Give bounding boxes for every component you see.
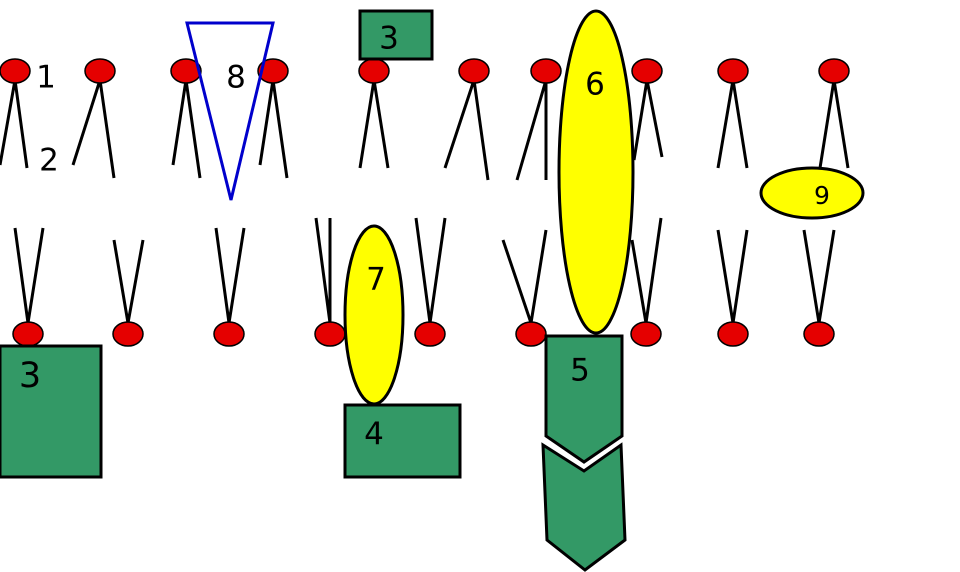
lipid-head bbox=[515, 321, 547, 347]
protein-4-peripheral bbox=[343, 403, 462, 479]
top-leaflet-tails bbox=[0, 79, 850, 181]
label-7: 7 bbox=[366, 262, 386, 298]
label-9: 9 bbox=[814, 181, 830, 210]
protein-6-transmembrane bbox=[557, 9, 635, 335]
lipid-head bbox=[803, 321, 835, 347]
label-3-top: 3 bbox=[379, 21, 399, 57]
protein-9-peripheral bbox=[759, 166, 865, 220]
lipid-head bbox=[0, 58, 31, 84]
lipid-head bbox=[257, 58, 289, 84]
protein-5-upper-block bbox=[544, 334, 624, 464]
lipid-head bbox=[84, 58, 116, 84]
label-1-lipid-head: 1 bbox=[36, 60, 56, 96]
label-3-bottom-left: 3 bbox=[19, 356, 41, 396]
peripheral-protein-bottom-left bbox=[0, 344, 103, 479]
lipid-head bbox=[170, 58, 202, 84]
peripheral-protein-top bbox=[358, 9, 434, 61]
lipid-head bbox=[358, 58, 390, 84]
lipid-head bbox=[530, 58, 562, 84]
bottom-leaflet-heads bbox=[12, 321, 835, 347]
lipid-head bbox=[12, 321, 44, 347]
lipid-head bbox=[112, 321, 144, 347]
top-leaflet-heads bbox=[0, 58, 850, 84]
protein-5-lower-block bbox=[541, 442, 627, 572]
label-8-channel: 8 bbox=[226, 60, 246, 96]
lipid-head bbox=[314, 321, 346, 347]
lipid-head bbox=[818, 58, 850, 84]
label-2-lipid-tail: 2 bbox=[39, 143, 59, 179]
lipid-head bbox=[631, 58, 663, 84]
lipid-head bbox=[213, 321, 245, 347]
lipid-head bbox=[717, 58, 749, 84]
lipid-head bbox=[717, 321, 749, 347]
lipid-head bbox=[414, 321, 446, 347]
lipid-head bbox=[630, 321, 662, 347]
label-6: 6 bbox=[585, 67, 605, 103]
protein-7-embedded bbox=[343, 224, 405, 406]
label-4: 4 bbox=[364, 417, 384, 453]
bottom-leaflet-tails bbox=[13, 217, 836, 324]
lipid-head bbox=[458, 58, 490, 84]
label-5: 5 bbox=[570, 353, 590, 389]
channel-8-triangle bbox=[185, 21, 275, 201]
